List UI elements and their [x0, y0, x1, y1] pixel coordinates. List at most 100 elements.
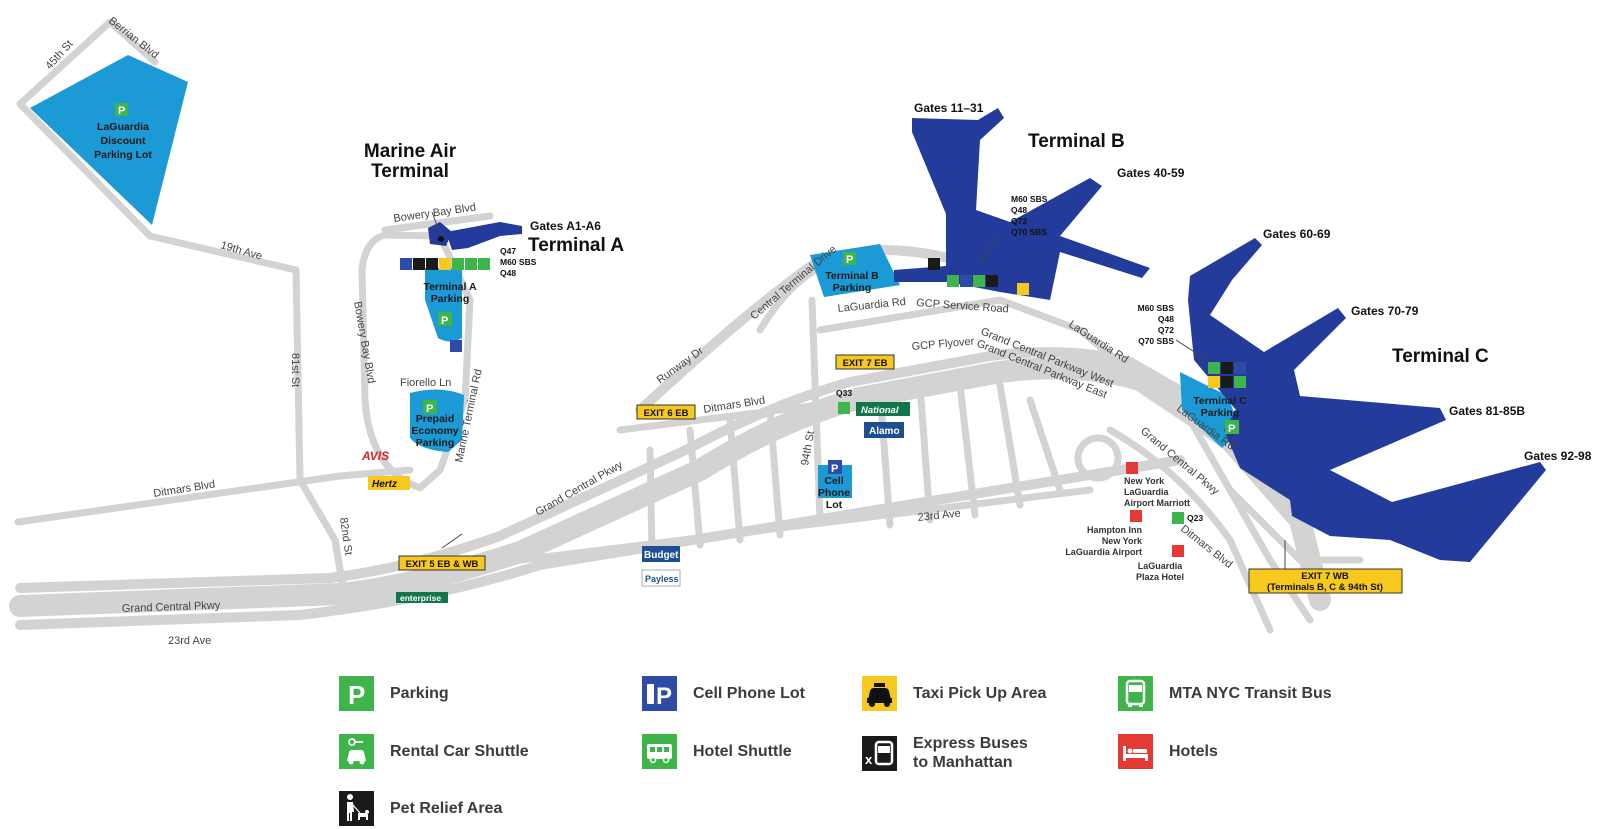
legend-label-line: to Manhattan — [913, 754, 1013, 771]
map-icons: P P P P P P — [115, 103, 1286, 575]
bus-route: Q48 — [1011, 205, 1027, 215]
bus-route: Q72 — [1158, 325, 1174, 335]
legend-item-taxi: Taxi Pick Up Area — [862, 676, 1046, 711]
legend-label: Pet Relief Area — [390, 800, 503, 817]
legend-item-mta-bus: MTA NYC Transit Bus — [1118, 676, 1332, 711]
svg-text:P: P — [846, 254, 853, 266]
legend-item-hotel-shuttle: Hotel Shuttle — [642, 734, 792, 769]
lot-label: LaGuardia — [97, 121, 149, 133]
cell-phone-lot[interactable] — [818, 465, 852, 498]
exit-7eb-sign: EXIT 7 EB — [835, 354, 895, 370]
svg-text:Payless: Payless — [645, 574, 679, 584]
bus-route-labels: Q47 M60 SBS Q48 M60 SBS Q48 Q72 Q70 SBS … — [500, 194, 1203, 523]
legend-label: MTA NYC Transit Bus — [1169, 685, 1332, 702]
parking-icon: P — [843, 252, 856, 266]
hotel-label: Airport Marriott — [1124, 498, 1190, 508]
budget-logo: Budget — [642, 546, 680, 562]
svg-text:P: P — [441, 315, 448, 327]
pet-relief-icon — [339, 791, 374, 826]
terminal-b-building[interactable] — [894, 108, 1150, 300]
legend-label: Parking — [390, 685, 449, 702]
lot-label: Terminal C — [1193, 395, 1247, 407]
payless-logo: Payless — [641, 569, 681, 587]
street-label: Grand Central Pkwy — [122, 600, 221, 615]
hotel-label: LaGuardia — [1138, 561, 1184, 571]
express-bus-icon: x — [862, 735, 897, 771]
lot-label: Parking — [833, 282, 872, 294]
bus-route: M60 SBS — [500, 257, 537, 267]
exit-signs: EXIT 5 EB & WB EXIT 6 EB EXIT 7 EB EXIT … — [398, 354, 1403, 594]
marine-air-terminal-label: Terminal — [371, 161, 449, 182]
rental-brands: AVIS Hertz National Alamo Budget Payless… — [361, 402, 910, 603]
svg-text:EXIT 5 EB & WB: EXIT 5 EB & WB — [406, 559, 479, 570]
svg-text:P: P — [348, 680, 365, 710]
exit-5-sign: EXIT 5 EB & WB — [398, 555, 486, 571]
hotel-shuttle-icon — [642, 734, 677, 769]
street-label: 23rd Ave — [168, 635, 211, 647]
legend-label-multiline: Express Buses to Manhattan — [913, 734, 1028, 772]
cell-phone-lot-icon: P — [642, 676, 677, 711]
bus-route: Q72 — [1011, 216, 1027, 226]
bus-route: Q48 — [500, 268, 516, 278]
lot-label: Terminal B — [825, 270, 879, 282]
legend-label: Taxi Pick Up Area — [913, 685, 1047, 702]
terminal-b-parking[interactable] — [810, 244, 900, 297]
street-label: GCP Flyover — [911, 336, 975, 353]
parking-icon: P — [1225, 420, 1239, 435]
gate-label: Gates 81-85B — [1449, 404, 1525, 418]
terminal-a-building[interactable] — [446, 222, 522, 250]
hotel-label: New York — [1124, 476, 1165, 486]
gate-label: Gates 60-69 — [1263, 227, 1331, 241]
legend-label-line: Express Buses — [913, 735, 1028, 752]
hotel-icon — [1172, 545, 1184, 557]
lot-label: Parking — [431, 293, 470, 305]
legend-item-express-bus: x Express Buses to Manhattan — [862, 734, 1028, 772]
terminal-c-icon-strip — [1208, 362, 1246, 388]
legend-label: Cell Phone Lot — [693, 685, 805, 702]
hotel-label: Hampton Inn — [1087, 525, 1142, 535]
street-label: Bowery Bay Blvd — [351, 300, 377, 384]
bus-route: Q70 SBS — [1011, 227, 1047, 237]
alamo-logo: Alamo — [864, 422, 904, 438]
street-label: 81st St — [289, 353, 301, 387]
terminal-labels: Marine Air Terminal Terminal A Terminal … — [364, 101, 1592, 463]
parking-icon: P — [423, 400, 437, 415]
hotel-icon — [1118, 734, 1153, 769]
svg-text:EXIT 7 WB: EXIT 7 WB — [1301, 571, 1349, 582]
svg-text:EXIT 6 EB: EXIT 6 EB — [644, 408, 689, 419]
gate-label: Gates 92-98 — [1524, 449, 1592, 463]
bus-route: Q48 — [1158, 314, 1174, 324]
svg-text:P: P — [1228, 423, 1235, 435]
lot-label: Terminal A — [423, 281, 477, 293]
lot-label: Discount — [101, 135, 146, 147]
hotel-label: Plaza Hotel — [1136, 572, 1184, 582]
parking-icon: P — [438, 312, 452, 327]
bus-route: Q70 SBS — [1138, 336, 1174, 346]
svg-text:(Terminals B, C & 94th St): (Terminals B, C & 94th St) — [1267, 582, 1383, 593]
terminal-a-icon-strip — [400, 258, 490, 352]
legend-label: Rental Car Shuttle — [390, 743, 529, 760]
lot-label: Parking — [416, 437, 455, 449]
svg-text:EXIT 7 EB: EXIT 7 EB — [843, 358, 888, 369]
terminal-c-building[interactable] — [1188, 238, 1546, 562]
terminal-a-parking[interactable] — [425, 268, 462, 342]
terminal-b-label: Terminal B — [1028, 131, 1125, 152]
lot-labels: LaGuardia Discount Parking Lot Terminal … — [94, 121, 1247, 511]
svg-text:enterprise: enterprise — [400, 593, 441, 603]
terminal-c-label: Terminal C — [1392, 346, 1489, 367]
lot-label: Parking Lot — [94, 149, 152, 161]
lot-label: Lot — [826, 499, 843, 511]
street-label: 94th St — [799, 430, 817, 466]
discount-parking-lot[interactable] — [30, 55, 188, 225]
lot-label: Phone — [818, 487, 850, 499]
svg-text:Budget: Budget — [644, 550, 679, 561]
street-label: 82nd St — [337, 517, 354, 556]
hertz-logo: Hertz — [368, 476, 410, 490]
enterprise-logo: enterprise — [396, 592, 448, 603]
gate-label: Gates A1-A6 — [530, 219, 601, 233]
avis-logo: AVIS — [361, 449, 389, 463]
parking-lots — [30, 55, 1240, 498]
hotel-label: New York — [1102, 536, 1143, 546]
cell-phone-lot-icon: P — [828, 460, 842, 475]
